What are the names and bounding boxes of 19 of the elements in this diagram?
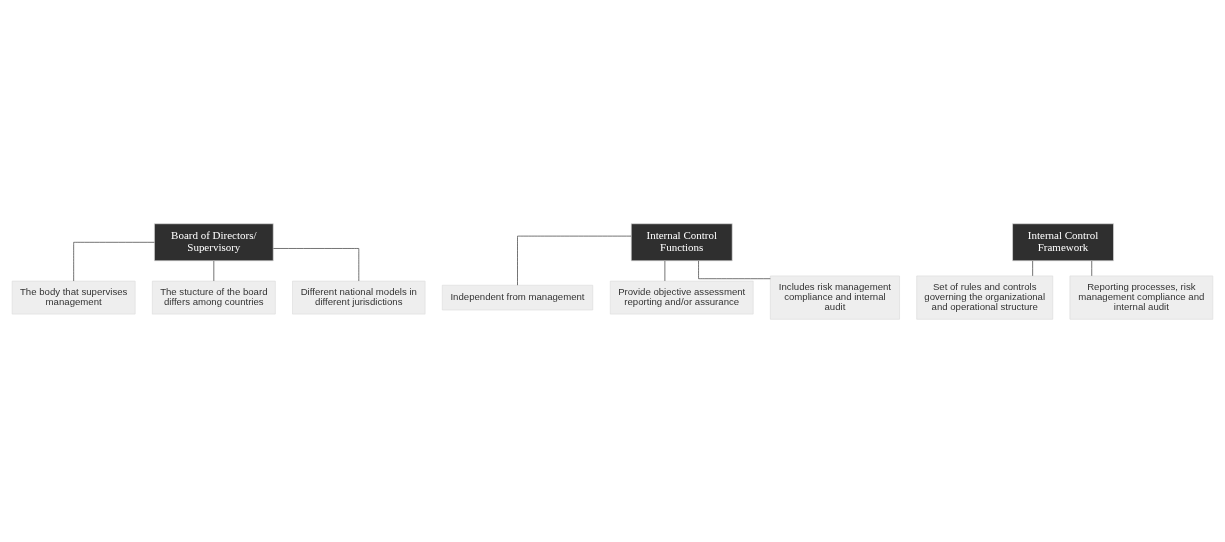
connector <box>664 260 666 281</box>
node-box: Reporting processes, risk management compliance and internal audit <box>1069 275 1214 320</box>
node-box: Board of Directors/ Supervisory <box>154 222 274 261</box>
node-box: Provide objective assessment reporting and/or assurance <box>609 280 754 314</box>
node-box: Set of rules and controls governing the organizational and operational structure <box>916 275 1054 320</box>
connector <box>1032 260 1033 276</box>
node-box: Includes risk management compliance and internal audit <box>770 275 900 320</box>
node-box: Internal Control Functions <box>630 222 733 261</box>
node-box: Independent from management <box>441 284 594 310</box>
connector <box>1091 260 1093 276</box>
node-box: The body that supervises management <box>11 280 136 314</box>
connector <box>273 247 360 281</box>
connector <box>213 260 215 281</box>
node-box: The stucture of the board differs among countries <box>152 280 276 314</box>
node-box: Different national models in different jurisdictions <box>292 280 426 314</box>
connector <box>698 260 771 279</box>
node-box: Internal Control Framework <box>1012 222 1114 261</box>
connector <box>517 235 632 285</box>
connector <box>73 241 155 281</box>
